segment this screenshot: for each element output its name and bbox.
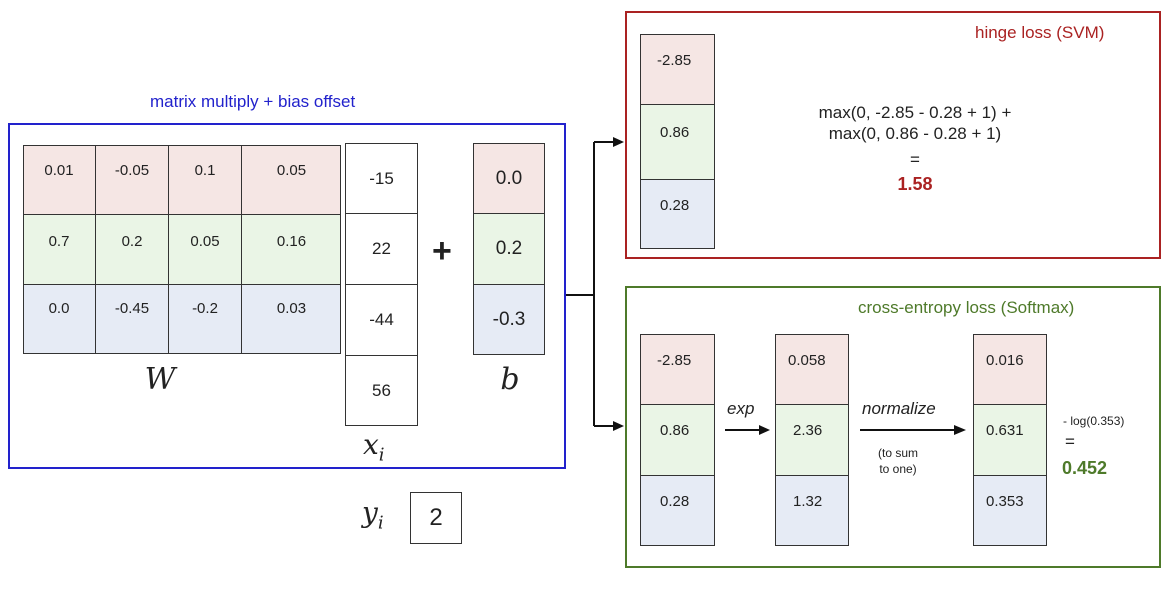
hinge-panel-title: hinge loss (SVM)	[975, 23, 1105, 42]
x-cell: -15	[346, 144, 417, 214]
prob-cell: 0.353	[974, 476, 1046, 545]
arrow-head-icon	[954, 425, 966, 435]
b-label: b	[500, 362, 520, 397]
y-label: yi	[362, 496, 384, 534]
w-cell: -0.05	[114, 162, 150, 179]
softmax-panel-frame	[625, 286, 1161, 568]
plus-sign: +	[432, 232, 452, 270]
x-cell: 56	[346, 356, 417, 425]
connector-arrows	[566, 137, 624, 431]
prob-cell: 0.016	[974, 335, 1046, 405]
hinge-formula-line2: max(0, 0.86 - 0.28 + 1)	[828, 124, 1002, 143]
w-label: W	[144, 362, 176, 397]
prob-values: 0.016 0.631 0.353	[973, 334, 1047, 546]
normalize-label: normalize	[862, 399, 936, 418]
arrow-head-icon	[613, 421, 624, 431]
exp-cell: 1.32	[776, 476, 848, 545]
log-label: - log(0.353)	[1063, 414, 1125, 428]
w-cell: 0.0	[48, 300, 70, 317]
weight-matrix: 0.01 -0.05 0.1 0.05 0.7 0.2 0.05 0.16 0.…	[23, 145, 341, 354]
score-cell: 0.86	[641, 105, 714, 180]
w-cell: -0.45	[114, 300, 150, 317]
exp-cell: 2.36	[776, 405, 848, 476]
x-label: xi	[363, 428, 385, 466]
hinge-scores: -2.85 0.86 0.28	[640, 34, 715, 249]
w-cell: 0.2	[121, 233, 143, 250]
softmax-result: 0.452	[1062, 458, 1108, 478]
arrow-head-icon	[759, 425, 770, 435]
softmax-panel-title: cross-entropy loss (Softmax)	[858, 298, 1075, 317]
w-cell: 0.7	[48, 233, 70, 250]
w-cell: 0.03	[276, 300, 307, 317]
normalize-arrow	[860, 425, 966, 435]
b-cell: -0.3	[474, 285, 544, 354]
w-cell: 0.16	[276, 233, 307, 250]
w-cell: -0.2	[192, 300, 218, 317]
b-cell: 0.0	[474, 144, 544, 214]
score-cell: 0.28	[641, 180, 714, 248]
exp-label: exp	[727, 399, 755, 418]
hinge-equals: =	[910, 150, 920, 169]
score-cell: -2.85	[641, 35, 714, 105]
bias-vector: 0.0 0.2 -0.3	[473, 143, 545, 355]
hinge-result: 1.58	[897, 174, 933, 194]
w-cell: 0.01	[44, 162, 74, 179]
softmax-equals: =	[1065, 432, 1075, 451]
w-cell: 0.05	[276, 162, 307, 179]
hinge-panel-frame	[625, 11, 1161, 259]
score-cell: 0.28	[641, 476, 714, 545]
left-panel-title: matrix multiply + bias offset	[150, 92, 356, 111]
prob-cell: 0.631	[974, 405, 1046, 476]
w-cell: 0.1	[194, 162, 216, 179]
w-cell: 0.05	[190, 233, 220, 250]
b-cell: 0.2	[474, 214, 544, 285]
normalize-note-line1: (to sum	[877, 446, 918, 460]
exp-cell: 0.058	[776, 335, 848, 405]
x-vector: -15 22 -44 56	[345, 143, 418, 426]
score-cell: 0.86	[641, 405, 714, 476]
left-panel-frame	[8, 123, 566, 469]
y-box: 2	[410, 492, 462, 544]
score-cell: -2.85	[641, 335, 714, 405]
exp-values: 0.058 2.36 1.32	[775, 334, 849, 546]
normalize-note-line2: to one)	[879, 462, 917, 476]
x-cell: -44	[346, 285, 417, 356]
softmax-scores: -2.85 0.86 0.28	[640, 334, 715, 546]
x-cell: 22	[346, 214, 417, 285]
hinge-formula-line1: max(0, -2.85 - 0.28 + 1) +	[818, 103, 1012, 122]
exp-arrow	[725, 425, 770, 435]
arrow-head-icon	[613, 137, 624, 147]
